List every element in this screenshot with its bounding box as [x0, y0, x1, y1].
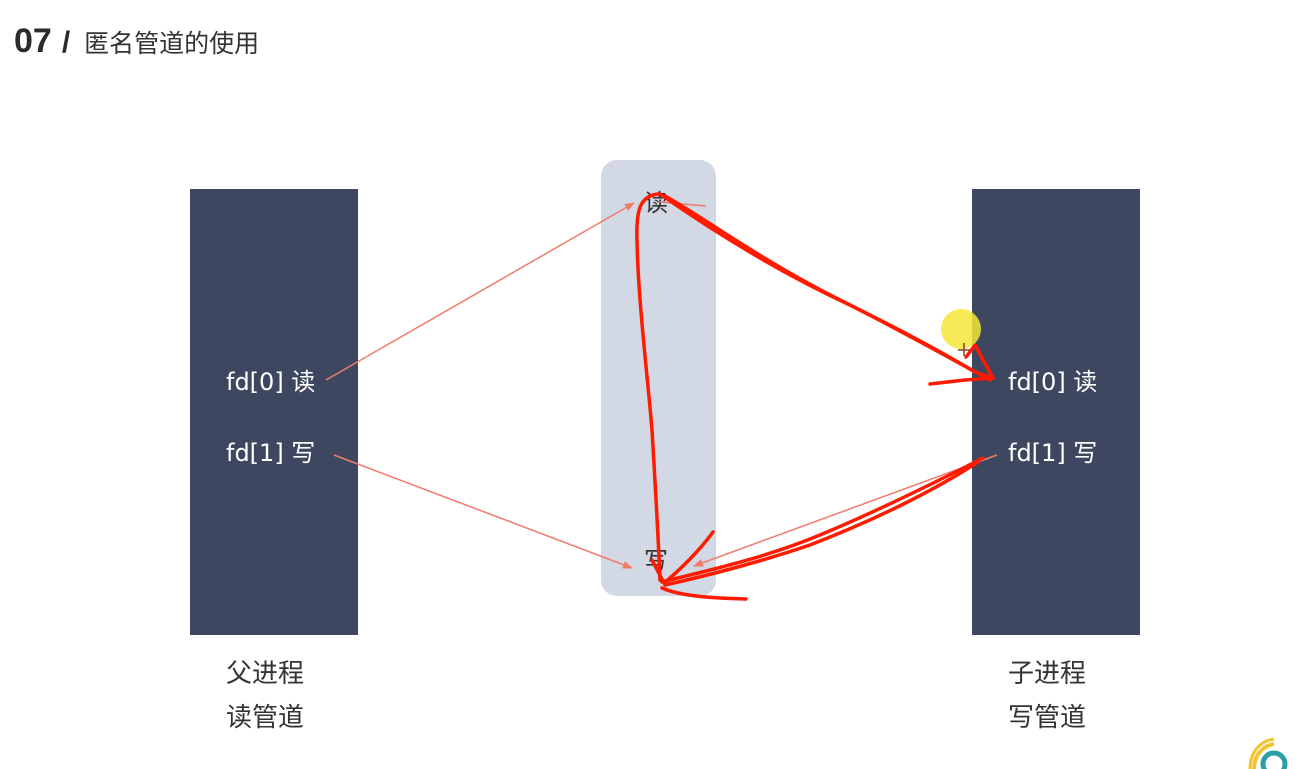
- annotation-stroke-into-child-fd0: [928, 376, 995, 386]
- hand-drawn-annotation: [635, 192, 995, 601]
- arrow-child-fd1-to-pipe-write: [693, 454, 998, 567]
- child-fd0-label: fd[0] 读: [1008, 368, 1098, 396]
- annotation-stroke-tail: [660, 586, 748, 601]
- annotation-stroke-read-to-child: [663, 194, 995, 380]
- page-title: 匿名管道的使用: [84, 29, 260, 58]
- section-separator: /: [61, 26, 71, 59]
- child-caption-line1: 子进程: [1008, 659, 1087, 689]
- section-number: 07: [14, 22, 52, 60]
- parent-caption-line1: 父进程: [226, 659, 305, 689]
- child-fd1-label: fd[1] 写: [1008, 439, 1098, 467]
- parent-fd1-label: fd[1] 写: [226, 439, 316, 467]
- parent-caption-line2: 读管道: [226, 703, 305, 733]
- arrow-parent-fd1-to-pipe-write: [333, 454, 633, 569]
- page-header: 07 / 匿名管道的使用: [14, 22, 259, 61]
- annotation-loop: [964, 343, 995, 380]
- annotation-arrowhead-write: [650, 530, 715, 585]
- cursor-crosshair-icon: [958, 343, 970, 356]
- annotation-stroke-read-to-child-2: [658, 192, 992, 382]
- parent-fd0-label: fd[0] 读: [226, 368, 316, 396]
- annotation-stroke-child-to-write: [660, 456, 985, 584]
- annotation-stroke-child-to-write-2: [663, 460, 980, 587]
- parent-caption: 父进程 读管道: [226, 652, 304, 740]
- child-caption-line2: 写管道: [1008, 703, 1087, 733]
- arrow-parent-fd0-to-pipe-read: [325, 202, 635, 381]
- parent-process-box: [190, 189, 358, 635]
- annotation-stroke-pipe-down: [635, 192, 662, 582]
- child-process-box: [972, 189, 1140, 635]
- child-caption: 子进程 写管道: [1008, 652, 1086, 740]
- corner-logo-icon: [1248, 738, 1288, 769]
- cursor-highlight: [941, 309, 981, 349]
- arrow-pipe-read-stub: [659, 201, 707, 207]
